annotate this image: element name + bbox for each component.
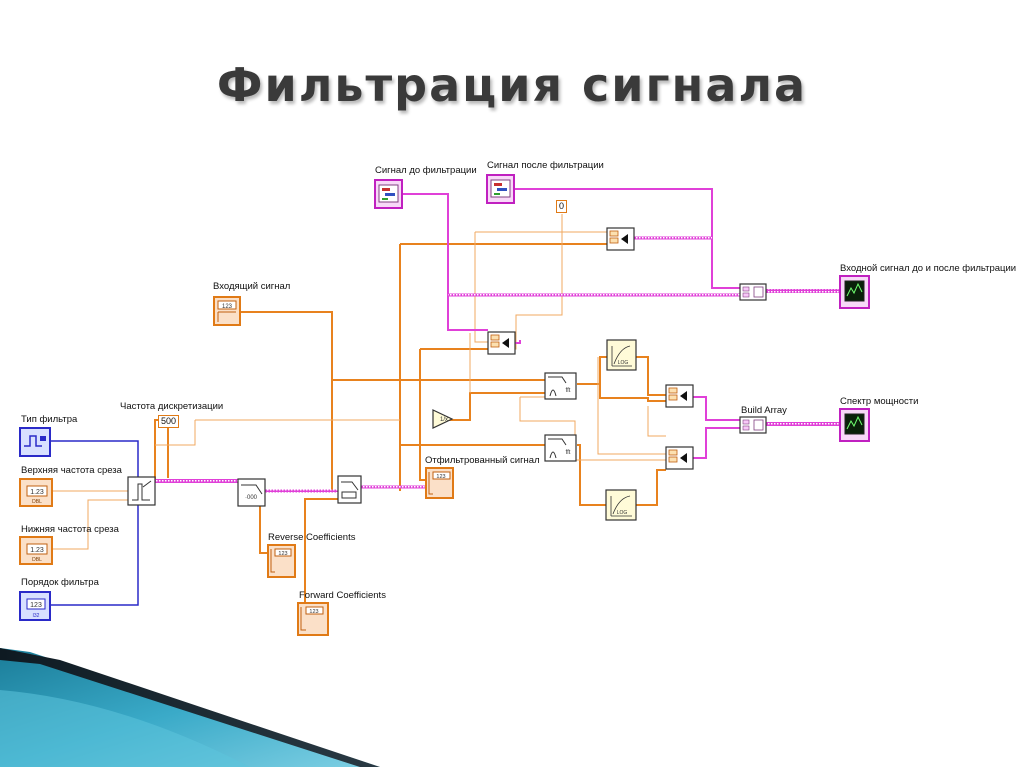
orange-wires (154, 243, 666, 608)
svg-text:DBL: DBL (32, 557, 42, 563)
label-input-signal: Входящий сигнал (213, 281, 291, 292)
filter-design-node (127, 476, 156, 506)
label-signal-after: Сигнал после фильтрации (487, 160, 604, 171)
indicator-reverse-coefficients: 123 (267, 544, 296, 578)
label-forward-coefficients: Forward Coefficients (299, 590, 386, 601)
graph-indicator-power-spectrum (839, 408, 870, 442)
indicator-filtered-signal: 123 (425, 467, 454, 499)
log-scale-node-top: LOG (606, 339, 637, 371)
pink-wires (155, 188, 840, 493)
label-lower-cutoff: Нижняя частота среза (21, 524, 119, 535)
build-array-node-bottom (739, 416, 767, 434)
iir-filter-node (337, 475, 362, 504)
label-signal-before: Сигнал до фильтрации (375, 165, 477, 176)
svg-text:123: 123 (436, 474, 445, 480)
svg-text:fft: fft (566, 388, 571, 394)
bundle-node-top (606, 227, 635, 251)
label-filter-order: Порядок фильтра (21, 577, 99, 588)
log-scale-node-bottom: LOG (605, 489, 637, 521)
svg-text:123: 123 (278, 551, 287, 557)
control-filter-order: 123 I32 (19, 591, 51, 621)
build-array-node-top (739, 283, 767, 301)
indicator-signal-after (486, 174, 515, 204)
svg-text:·000: ·000 (245, 495, 258, 501)
svg-text:fft: fft (566, 450, 571, 456)
svg-text:I32: I32 (33, 613, 40, 619)
indicator-forward-coefficients: 123 (297, 602, 329, 636)
power-spectrum-node-bottom: fft (544, 434, 577, 462)
reciprocal-node: 1/x (432, 409, 454, 429)
svg-text:123: 123 (222, 304, 233, 310)
label-build-array: Build Array (741, 405, 787, 416)
graph-indicator-before-after (839, 275, 870, 309)
label-upper-cutoff: Верхняя частота среза (21, 465, 122, 476)
control-filter-type (19, 427, 51, 457)
label-reverse-coefficients: Reverse Coefficients (268, 532, 356, 543)
svg-text:DBL: DBL (32, 499, 42, 505)
bundle-node-right-bottom (665, 446, 694, 470)
bundle-node-right-top (665, 384, 694, 408)
label-sampling-rate: Частота дискретизации (120, 401, 224, 412)
svg-text:LOG: LOG (618, 360, 629, 366)
indicator-signal-before (374, 179, 403, 209)
svg-text:LOG: LOG (617, 510, 628, 516)
label-filtered-signal: Отфильтрованный сигнал (425, 455, 540, 466)
control-input-signal: 123 (213, 296, 241, 326)
filter-coefficients-node: ·000 (237, 478, 266, 507)
label-input-before-after: Входной сигнал до и после фильтрации (840, 263, 1017, 274)
constant-sample-rate: 500 (158, 415, 180, 428)
svg-text:1.23: 1.23 (30, 547, 44, 554)
blue-wires (50, 440, 139, 606)
control-lower-cutoff: 1.23 DBL (19, 536, 53, 565)
slide-title: Фильтрация сигнала (216, 58, 808, 112)
constant-zero: 0 (556, 200, 568, 213)
control-upper-cutoff: 1.23 DBL (19, 478, 53, 507)
bundle-node-middle (487, 331, 516, 355)
svg-text:1.23: 1.23 (30, 489, 44, 496)
label-power-spectrum: Спектр мощности (840, 396, 919, 407)
label-filter-type: Тип фильтра (21, 414, 78, 425)
power-spectrum-node-top: fft (544, 372, 577, 400)
svg-text:1/x: 1/x (440, 417, 448, 423)
thin-orange-wires (52, 214, 666, 550)
svg-text:123: 123 (30, 602, 42, 609)
svg-text:123: 123 (309, 609, 318, 615)
